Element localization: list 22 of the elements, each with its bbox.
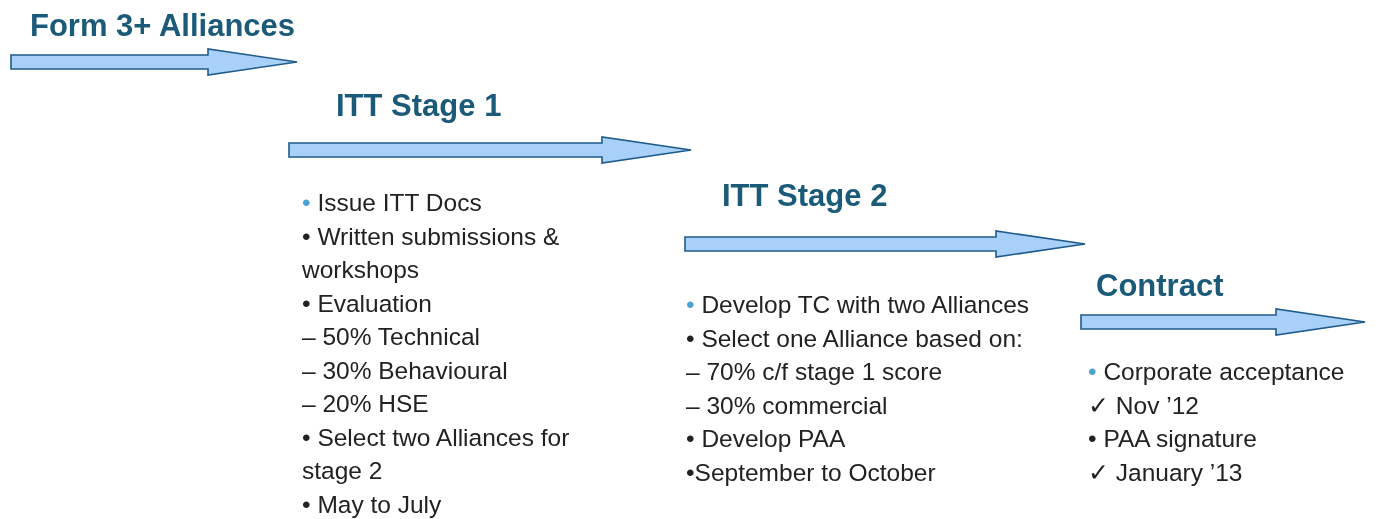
bullet-item: – 30% commercial (686, 390, 889, 421)
bullet-item: • May to July (302, 489, 443, 519)
bullet-item: – 50% Technical (302, 322, 481, 352)
bullet-item: • PAA signature (1088, 424, 1258, 454)
bullet-item: • Develop PAA (686, 424, 847, 454)
bullet-item: ✓ January ’13 (1088, 457, 1244, 488)
bullet-item: •September to October (686, 457, 937, 488)
bullet-item: • Corporate acceptance (1088, 357, 1346, 387)
bullet-item: ✓ Nov ’12 (1088, 390, 1200, 421)
stage-heading: Contract (1096, 268, 1224, 304)
bullet-item: • Evaluation (302, 288, 433, 319)
bullet-item: – 70% c/f stage 1 score (686, 357, 944, 387)
bullet-item: • Select one Alliance based on: (686, 323, 1024, 354)
bullet-item: • Develop TC with two Alliances (686, 290, 1031, 320)
bullet-item: • Issue ITT Docs (302, 188, 483, 218)
stage-heading: Form 3+ Alliances (30, 8, 296, 44)
bullet-item: – 30% Behavioural (302, 355, 509, 386)
bullet-item: • Written submissions & workshops (302, 221, 561, 285)
stage-heading: ITT Stage 1 (336, 88, 502, 124)
bullet-item: – 20% HSE (302, 389, 430, 419)
stage-heading: ITT Stage 2 (722, 178, 888, 214)
bullet-item: • Select two Alliances for stage 2 (302, 422, 571, 486)
